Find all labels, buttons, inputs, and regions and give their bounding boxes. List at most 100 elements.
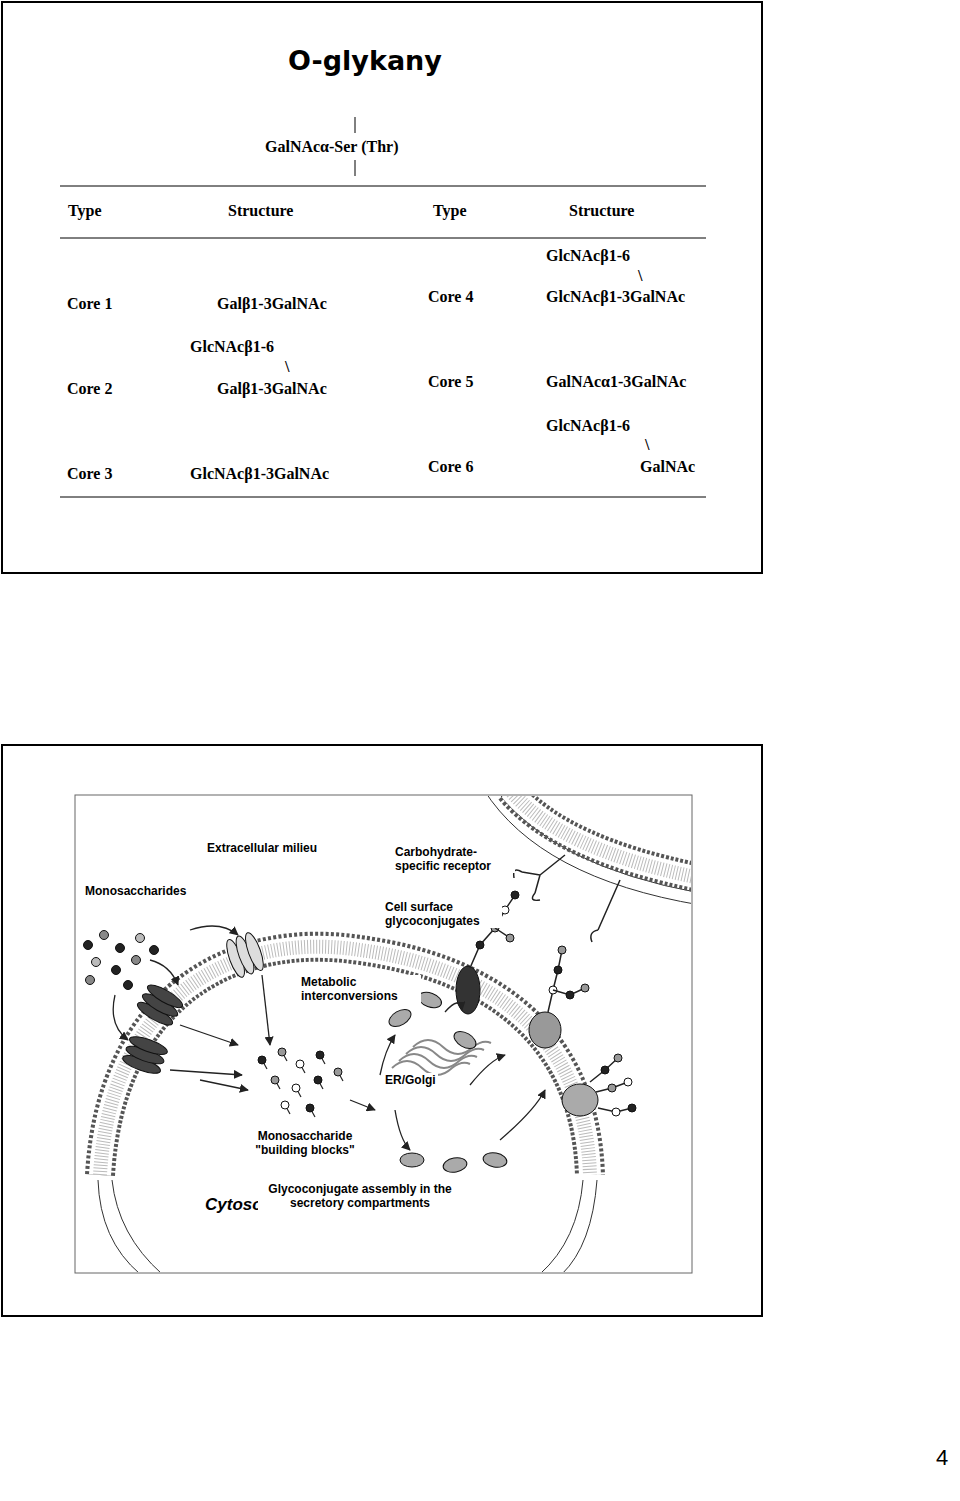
flow-arrow (262, 975, 270, 1045)
membrane-tails (510, 796, 691, 878)
transferase-vesicle (400, 1153, 424, 1167)
flow-arrow (380, 1035, 395, 1075)
flow-arrow (500, 1090, 545, 1140)
glycan-chain (548, 950, 562, 1012)
transporter-subunit (145, 981, 186, 1011)
bond-mark: \ (645, 436, 649, 454)
sugar-block (306, 1104, 314, 1112)
sugar-residue (614, 1054, 622, 1062)
membrane-core (510, 796, 691, 878)
sugar-residue (476, 941, 484, 949)
sugar-block (296, 1060, 304, 1068)
sugar-residue (511, 891, 519, 899)
region-label: Extracellular milieu (205, 841, 319, 855)
membrane-protein (529, 1012, 561, 1048)
flow-arrow (445, 1003, 462, 1012)
golgi-cisterna (413, 1040, 491, 1054)
cell-outline (540, 1180, 583, 1272)
callout-label: Metabolic interconversions (299, 975, 421, 1003)
cell-outline (484, 796, 691, 905)
table-cell: GlcNAcβ1-3GalNAc (190, 465, 329, 483)
cell-illustration (84, 796, 692, 1272)
monosaccharide (112, 966, 121, 975)
flow-arrow (395, 1110, 410, 1150)
table-cell: Core 3 (67, 465, 112, 483)
table-cell: Core 4 (428, 288, 473, 306)
flow-arrow (150, 960, 178, 985)
glycan-chain (590, 1058, 618, 1082)
table-rule (60, 497, 706, 498)
sugar-block (292, 1084, 300, 1092)
transferase-vesicle (386, 1006, 414, 1030)
carbohydrate-receptor (591, 880, 620, 942)
slide-frame (2, 2, 762, 573)
callout-label: Glycoconjugate assembly in the secretory… (258, 1182, 462, 1210)
table-cell: Galβ1-3GalNAc (217, 380, 327, 398)
sugar-residue (628, 1104, 636, 1112)
sugar-residue (624, 1078, 632, 1086)
monosaccharide (100, 931, 109, 940)
table-cell: GalNAc (640, 458, 695, 476)
sugar-residue (501, 906, 509, 914)
sugar-residue (601, 1066, 609, 1074)
bond-mark: \ (285, 358, 289, 376)
monosaccharide (132, 956, 141, 965)
table-rule (355, 117, 356, 133)
transferase-vesicle (442, 1156, 468, 1174)
monosaccharide (150, 946, 159, 955)
callout-label: ER/Golgi (383, 1073, 438, 1087)
transporter-protein (223, 931, 267, 980)
transferase-vesicle (482, 1151, 508, 1169)
transporter-protein (135, 981, 186, 1029)
monosaccharide (136, 934, 145, 943)
column-header: Type (433, 202, 466, 220)
sugar-residue (608, 1084, 616, 1092)
flow-arrow (113, 995, 128, 1040)
callout-label: Cell surface glycoconjugates (383, 900, 502, 928)
sugar-residue (558, 946, 566, 954)
sugar-residue (612, 1108, 620, 1116)
sugar-block (334, 1068, 342, 1076)
membrane-protein (562, 1084, 598, 1116)
sugar-block (314, 1076, 322, 1084)
flow-arrow (190, 926, 238, 935)
bond-mark: \ (638, 267, 642, 285)
sugar-residue (554, 966, 562, 974)
monosaccharide (92, 958, 101, 967)
cell-outline (112, 1180, 162, 1272)
membrane-protein (456, 966, 480, 1014)
sugar-block (271, 1076, 279, 1084)
carbohydrate-receptor (514, 855, 565, 900)
table-rule (355, 160, 356, 176)
table-cell: Core 1 (67, 295, 112, 313)
membrane-tails (100, 947, 590, 1175)
table-cell: Galβ1-3GalNAc (217, 295, 327, 313)
table-cell: GalNAcα1-3GalNAc (546, 373, 686, 391)
membrane-heads (510, 796, 691, 878)
column-header: Structure (228, 202, 293, 220)
table-rule (60, 238, 706, 239)
flow-arrow (170, 1070, 242, 1075)
page-number: 4 (936, 1445, 948, 1471)
monosaccharide (116, 944, 125, 953)
transferase-vesicle (451, 1028, 479, 1052)
table-cell: Core 5 (428, 373, 473, 391)
slide-frame (2, 745, 762, 1316)
sugar-block (281, 1101, 289, 1109)
sugar-residue (581, 984, 589, 992)
transporter-subunit (128, 1033, 170, 1058)
table-cell: Core 6 (428, 458, 473, 476)
callout-label: Monosaccharides (83, 884, 188, 898)
monosaccharide (124, 981, 133, 990)
table-cell: Core 2 (67, 380, 112, 398)
flow-arrow (350, 1100, 375, 1110)
callout-label: Monosaccharide "building blocks" (241, 1129, 370, 1157)
flow-arrow (200, 1080, 248, 1090)
table-cell: GlcNAcβ1-6 (546, 417, 630, 435)
flow-arrow (470, 1055, 505, 1085)
flow-arrow (180, 1025, 238, 1045)
sugar-residue (566, 991, 574, 999)
table-cell: GlcNAcβ1-3GalNAc (546, 288, 685, 306)
